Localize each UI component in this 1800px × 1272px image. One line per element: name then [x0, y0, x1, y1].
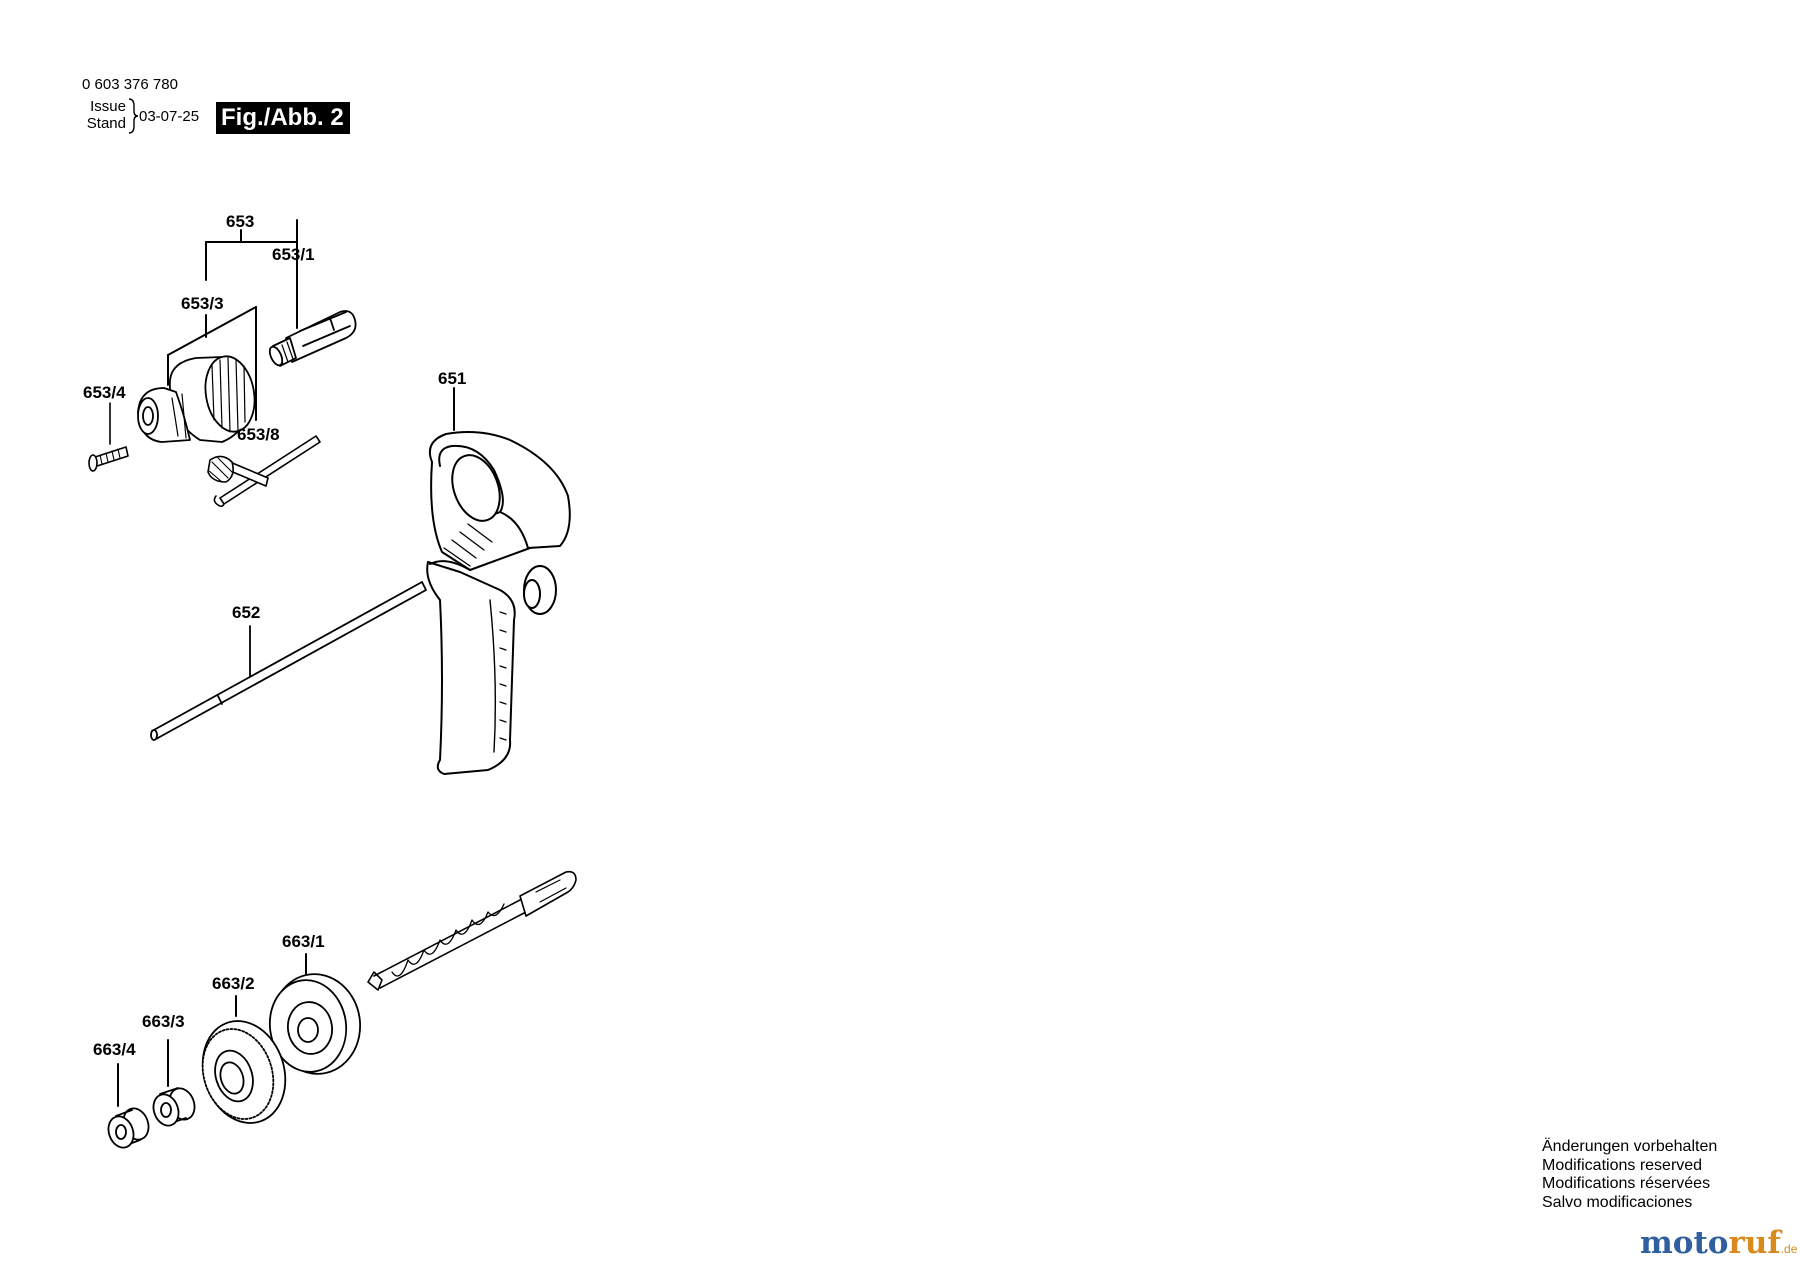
issue-date: 03-07-25: [139, 108, 200, 125]
figure-badge: Fig./Abb. 2: [216, 102, 350, 134]
knurled-ring-663-2: [201, 1020, 287, 1124]
depth-stop-663-1: [268, 973, 362, 1075]
bushing-663-3: [152, 1087, 196, 1127]
issue-stand-labels: Issue Stand: [78, 98, 126, 132]
drill-chuck-653-3: [137, 355, 256, 443]
chuck-key-653-8: [207, 435, 321, 508]
part-number: 0 603 376 780: [82, 76, 178, 93]
label-653-8: 653/8: [237, 425, 280, 444]
label-663-1: 663/1: [282, 932, 325, 951]
label-653: 653: [226, 212, 255, 231]
watermark-suffix: .de: [1780, 1242, 1798, 1256]
bushing-663-4: [107, 1107, 150, 1149]
drill-bit: [367, 870, 577, 991]
stand-label: Stand: [86, 115, 126, 132]
label-653-3: 653/3: [181, 294, 224, 313]
bracket-653-3-leader: [167, 306, 257, 421]
label-663-3: 663/3: [142, 1012, 185, 1031]
label-653-4: 653/4: [83, 383, 126, 402]
watermark-ruf: ruf: [1728, 1225, 1781, 1261]
watermark-moto: moto: [1640, 1225, 1729, 1261]
notice-en: Modifications reserved: [1542, 1156, 1703, 1174]
motoruf-watermark: motoruf.de: [1640, 1228, 1797, 1259]
notice-es: Salvo modificaciones: [1542, 1193, 1693, 1211]
label-651: 651: [438, 369, 467, 388]
label-653-1: 653/1: [272, 245, 315, 264]
brace-icon: [128, 98, 139, 134]
modification-notice: Änderungen vorbehalten Modifications res…: [1542, 1138, 1717, 1212]
label-663-4: 663/4: [93, 1040, 136, 1059]
screw-653-4: [88, 402, 129, 472]
label-652: 652: [232, 603, 261, 622]
notice-de: Änderungen vorbehalten: [1542, 1138, 1718, 1155]
bracket-653-leader: [205, 219, 298, 281]
issue-label: Issue: [90, 98, 126, 115]
auxiliary-handle-651: [426, 387, 571, 775]
notice-fr: Modifications réservées: [1542, 1175, 1711, 1192]
sds-adapter-653-1: [268, 310, 357, 367]
depth-stop-rod-652: [150, 581, 427, 741]
label-663-2: 663/2: [212, 974, 255, 993]
